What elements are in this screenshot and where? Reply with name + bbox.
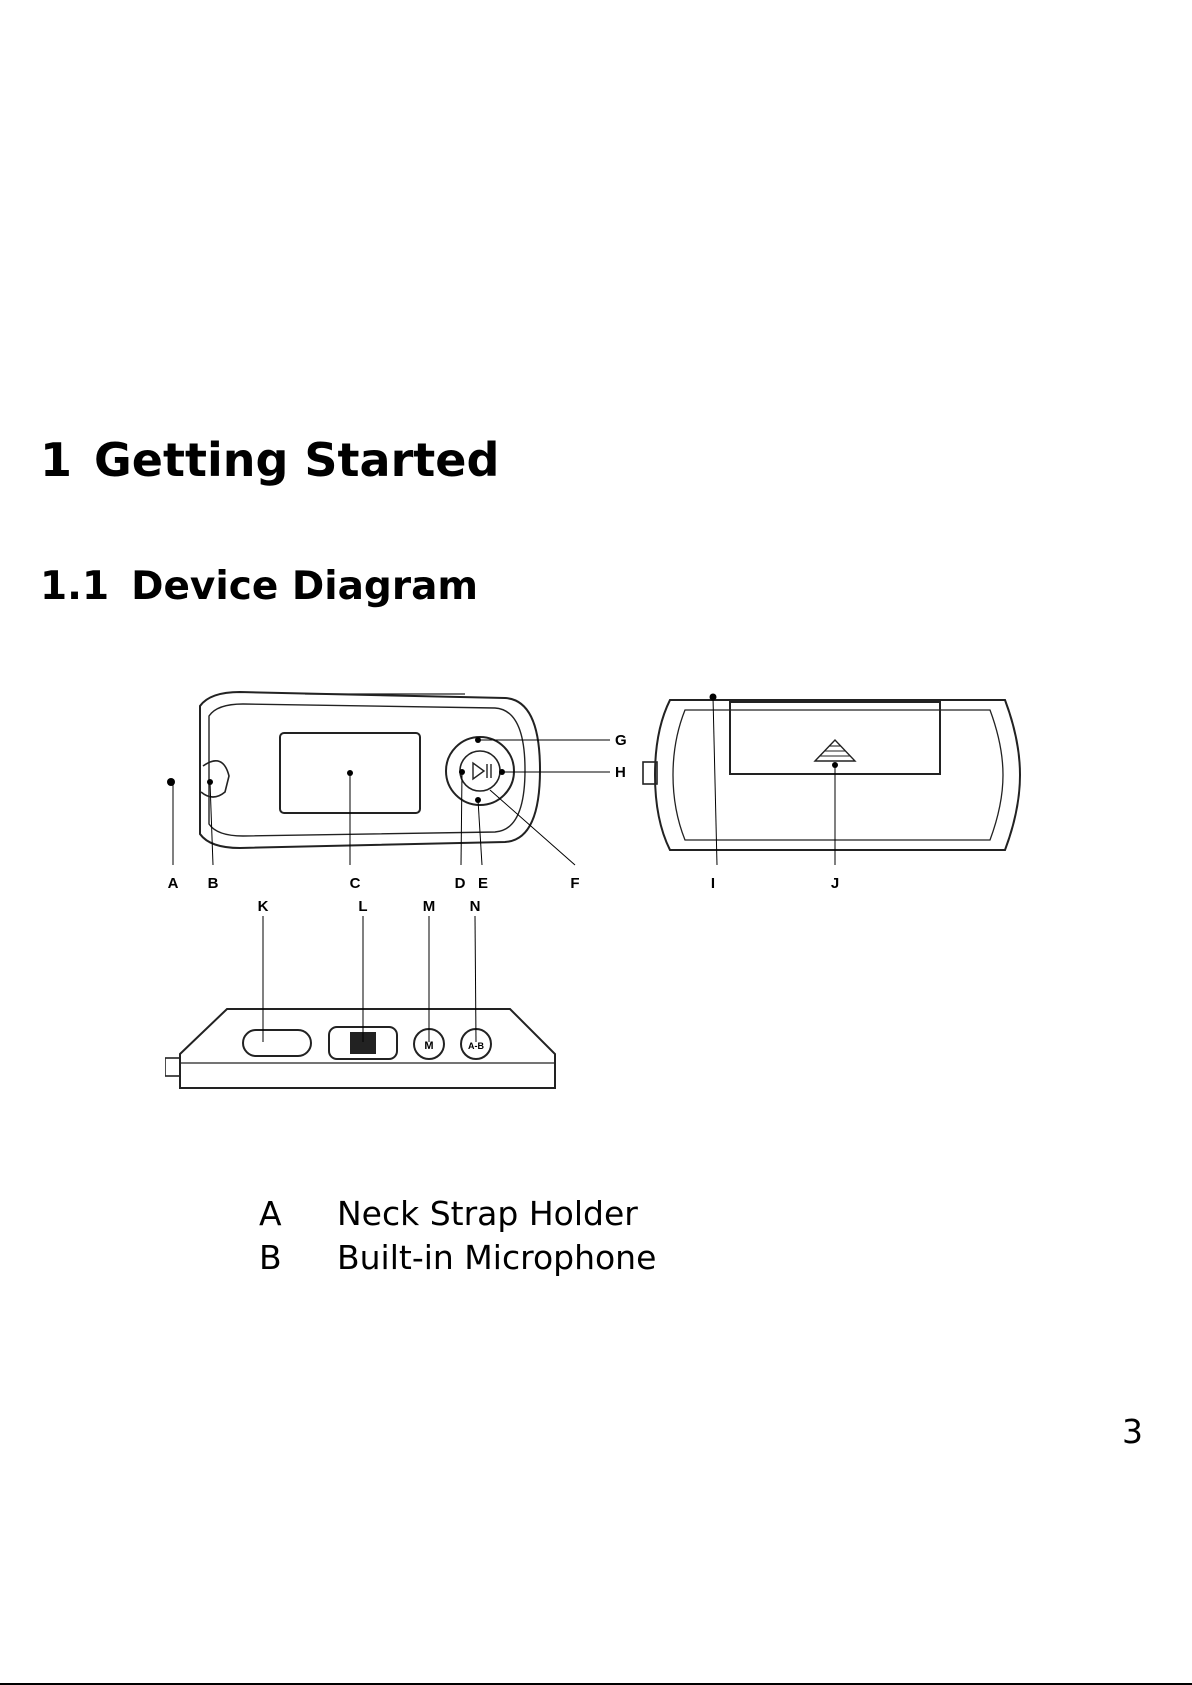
- legend-item: B Built-in Microphone: [259, 1236, 656, 1280]
- callout-l: L: [358, 898, 367, 915]
- legend-key: B: [259, 1236, 337, 1280]
- device-diagram-drawing: M A-B A B C D E F G: [165, 680, 1025, 1110]
- callout-e: E: [478, 875, 488, 892]
- chapter-title: Getting Started: [94, 433, 499, 487]
- callout-d: D: [455, 875, 466, 892]
- chapter-number: 1: [40, 433, 72, 487]
- callout-i: I: [711, 875, 715, 892]
- callout-k: K: [258, 898, 269, 915]
- device-front-view: [200, 692, 540, 848]
- leader-lines: [173, 697, 835, 1042]
- callout-b: B: [208, 875, 219, 892]
- callout-h: H: [615, 764, 626, 781]
- repeat-button-mark: A-B: [468, 1041, 484, 1051]
- callout-j: J: [831, 875, 839, 892]
- callout-f: F: [570, 875, 579, 892]
- legend-key: A: [259, 1192, 337, 1236]
- chapter-heading: 1 Getting Started: [40, 432, 499, 488]
- callout-labels: A B C D E F G H I J K L M N: [168, 732, 840, 915]
- device-side-view: [165, 1009, 555, 1088]
- callout-n: N: [470, 898, 481, 915]
- device-back-view: [643, 700, 1020, 850]
- legend-item: A Neck Strap Holder: [259, 1192, 656, 1236]
- legend-label: Built-in Microphone: [337, 1236, 656, 1280]
- button-marks: M A-B: [424, 1040, 484, 1052]
- component-legend: A Neck Strap Holder B Built-in Microphon…: [259, 1192, 656, 1280]
- callout-g: G: [615, 732, 627, 749]
- callout-m: M: [423, 898, 436, 915]
- page-number: 3: [1122, 1410, 1143, 1454]
- device-diagram: M A-B A B C D E F G: [165, 680, 1025, 1110]
- legend-label: Neck Strap Holder: [337, 1192, 638, 1236]
- callout-a: A: [168, 875, 179, 892]
- section-heading: 1.1 Device Diagram: [40, 563, 478, 611]
- callout-c: C: [350, 875, 361, 892]
- section-number: 1.1: [40, 564, 109, 609]
- section-title: Device Diagram: [131, 564, 478, 609]
